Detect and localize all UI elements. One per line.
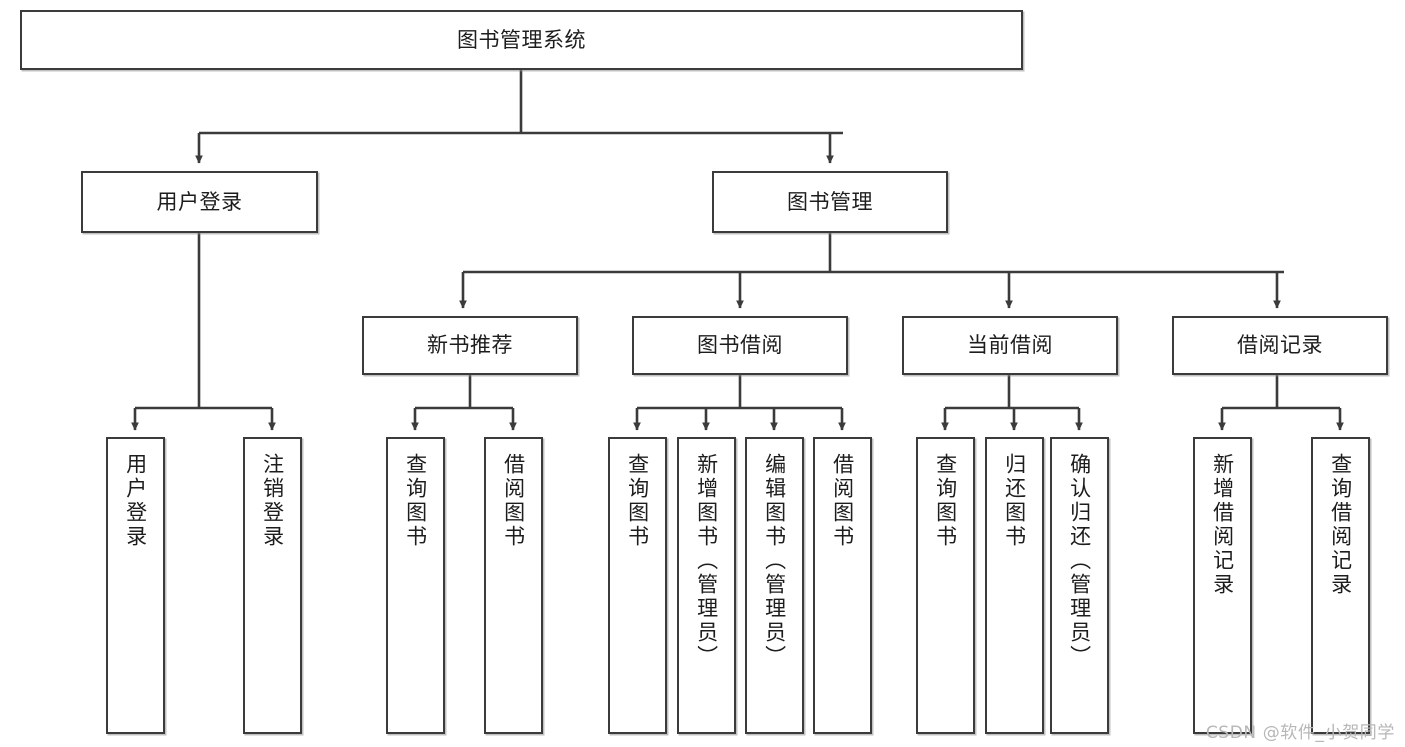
node-book_manage[interactable]: 图书管理 [712, 171, 948, 233]
node-label: 注销登录 [260, 453, 285, 549]
node-leaf-add-borrow-rec[interactable]: 新增借阅记录 [1193, 437, 1252, 734]
node-new_book_rec[interactable]: 新书推荐 [362, 316, 578, 375]
node-label: 当前借阅 [967, 333, 1053, 358]
node-label: 借阅记录 [1237, 333, 1323, 358]
node-label: 查询图书 [933, 453, 958, 549]
node-label: 编辑图书（管理员） [762, 453, 787, 669]
node-leaf-query-book-cb[interactable]: 查询图书 [916, 437, 975, 734]
node-label: 归还图书 [1002, 453, 1027, 549]
node-borrow_record[interactable]: 借阅记录 [1172, 316, 1388, 375]
node-user_login[interactable]: 用户登录 [81, 171, 318, 233]
node-leaf-user-login[interactable]: 用户登录 [106, 437, 165, 734]
node-label: 查询借阅记录 [1328, 453, 1353, 597]
node-label: 用户登录 [156, 189, 243, 214]
node-label: 图书管理 [787, 189, 873, 214]
node-label: 新增图书（管理员） [694, 453, 719, 669]
node-label: 查询图书 [403, 453, 428, 549]
node-leaf-borrow-book-br[interactable]: 借阅图书 [813, 437, 872, 734]
node-leaf-query-book-rec[interactable]: 查询图书 [386, 437, 445, 734]
node-label: 图书管理系统 [457, 27, 586, 52]
node-leaf-add-book[interactable]: 新增图书（管理员） [677, 437, 736, 734]
node-label: 新增借阅记录 [1210, 453, 1235, 597]
node-book_borrow[interactable]: 图书借阅 [632, 316, 848, 375]
node-leaf-return-book[interactable]: 归还图书 [985, 437, 1044, 734]
node-label: 借阅图书 [830, 453, 855, 549]
node-root-system[interactable]: 图书管理系统 [20, 10, 1023, 70]
node-leaf-edit-book[interactable]: 编辑图书（管理员） [745, 437, 804, 734]
node-leaf-user-logout[interactable]: 注销登录 [243, 437, 302, 734]
node-leaf-query-book-br[interactable]: 查询图书 [608, 437, 667, 734]
node-label: 借阅图书 [501, 453, 526, 549]
node-leaf-borrow-book-rec[interactable]: 借阅图书 [484, 437, 543, 734]
node-leaf-query-borrow-rec[interactable]: 查询借阅记录 [1311, 437, 1370, 734]
node-label: 新书推荐 [427, 333, 513, 358]
node-current_borrow[interactable]: 当前借阅 [902, 316, 1118, 375]
node-leaf-confirm-return[interactable]: 确认归还（管理员） [1050, 437, 1109, 734]
node-label: 确认归还（管理员） [1067, 453, 1092, 669]
node-label: 查询图书 [625, 453, 650, 549]
node-label: 图书借阅 [697, 333, 783, 358]
node-label: 用户登录 [123, 453, 148, 549]
